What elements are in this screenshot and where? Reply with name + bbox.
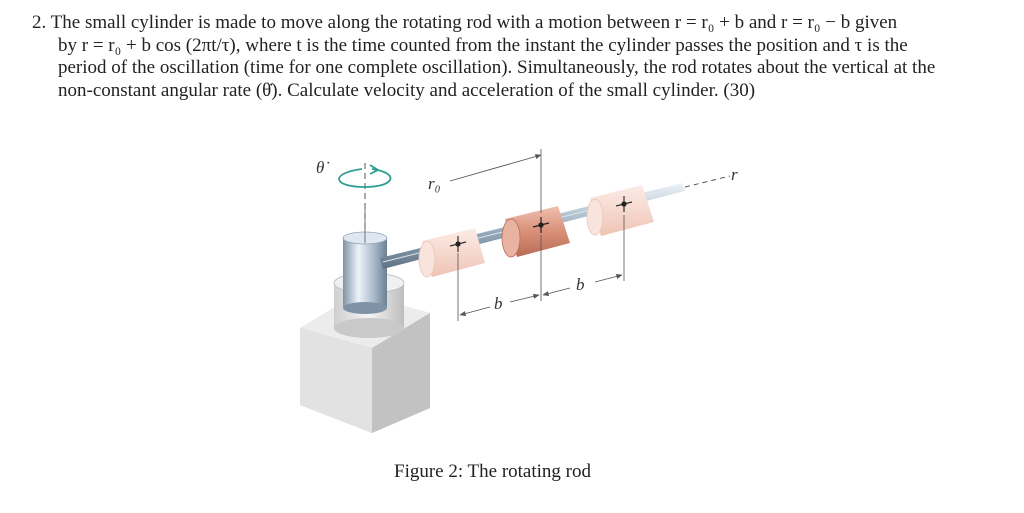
problem-line-2: by r = r₀ + b cos (2πt/τ), where t is th… [58,34,908,56]
b-left-label: b [494,294,503,313]
r0-label: r₀ [428,174,441,193]
theta-dot-label: θ̇ [316,158,329,177]
b-right-label: b [576,275,585,294]
problem-line-4: non-constant angular rate (θ̇). Calculat… [58,79,756,101]
cylinder-position-inner [418,228,485,278]
r-axis-label: r [731,165,738,184]
r0-dimension [364,149,542,243]
small-cylinder [501,206,570,258]
problem-line-3: period of the oscillation (time for one … [58,57,936,78]
rotating-rod-figure: θ̇ r [300,149,738,433]
r-axis-line [684,175,731,188]
b-dimensions [457,215,625,321]
rotation-arrow-icon [338,164,392,188]
vertical-post [342,231,388,314]
problem-line-1: 2. The small cylinder is made to move al… [32,12,898,33]
figure-caption: Figure 2: The rotating rod [394,461,592,482]
cylinder-position-outer [586,185,654,236]
problem-statement: 2. The small cylinder is made to move al… [32,12,1002,102]
